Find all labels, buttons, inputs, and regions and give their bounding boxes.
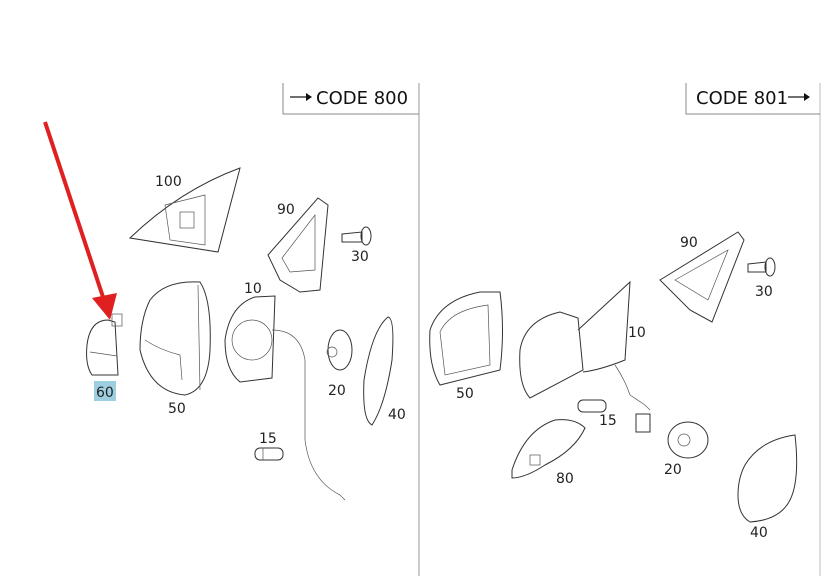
callout-50-right: 50 — [456, 386, 474, 402]
callout-40-right: 40 — [750, 525, 768, 541]
part-90-mirror-base — [267, 197, 329, 293]
code-800-label: CODE 800 — [316, 88, 408, 109]
part-20-motor-right — [667, 421, 709, 459]
callout-15-right: 15 — [599, 413, 617, 429]
callout-80-right: 80 — [556, 471, 574, 487]
code-800-box: CODE 800 — [282, 83, 419, 115]
part-10-mirror-assembly-right — [519, 280, 651, 411]
part-10-mirror-frame — [224, 295, 346, 501]
callout-20-right: 20 — [664, 462, 682, 478]
arrow-right-icon — [290, 93, 312, 101]
callout-10-right: 10 — [628, 325, 646, 341]
part-80-cover-right — [511, 419, 586, 479]
part-30-screw-right — [747, 257, 776, 277]
part-50-mirror-housing — [139, 281, 211, 396]
code-801-label: CODE 801 — [696, 88, 788, 109]
callout-30: 30 — [351, 249, 369, 265]
part-90-mirror-base-right — [659, 231, 745, 323]
callout-100: 100 — [155, 174, 182, 190]
part-15-bulb-left — [254, 447, 284, 461]
part-50-mirror-frame-right — [429, 291, 503, 386]
part-60-indicator-lamp — [86, 313, 123, 376]
arrow-right-icon — [788, 93, 810, 101]
callout-90-right: 90 — [680, 235, 698, 251]
code-801-box: CODE 801 — [685, 83, 820, 115]
callout-15: 15 — [259, 431, 277, 447]
part-40-mirror-glass-right — [737, 434, 798, 523]
callout-50: 50 — [168, 401, 186, 417]
callout-20: 20 — [328, 383, 346, 399]
callout-10: 10 — [244, 281, 262, 297]
part-20-motor-left — [326, 329, 353, 371]
part-30-screw-left — [341, 226, 372, 246]
highlight-box — [94, 381, 116, 401]
connector-right — [635, 413, 651, 433]
callout-40: 40 — [388, 407, 406, 423]
part-15-bulb-right — [577, 399, 607, 413]
red-pointer-arrow — [43, 121, 117, 320]
part-100-mirror-triangle-cover — [128, 167, 241, 253]
callout-30-right: 30 — [755, 284, 773, 300]
callout-60-highlighted: 60 — [96, 385, 114, 401]
part-40-mirror-glass-left — [363, 316, 394, 426]
callout-90: 90 — [277, 202, 295, 218]
